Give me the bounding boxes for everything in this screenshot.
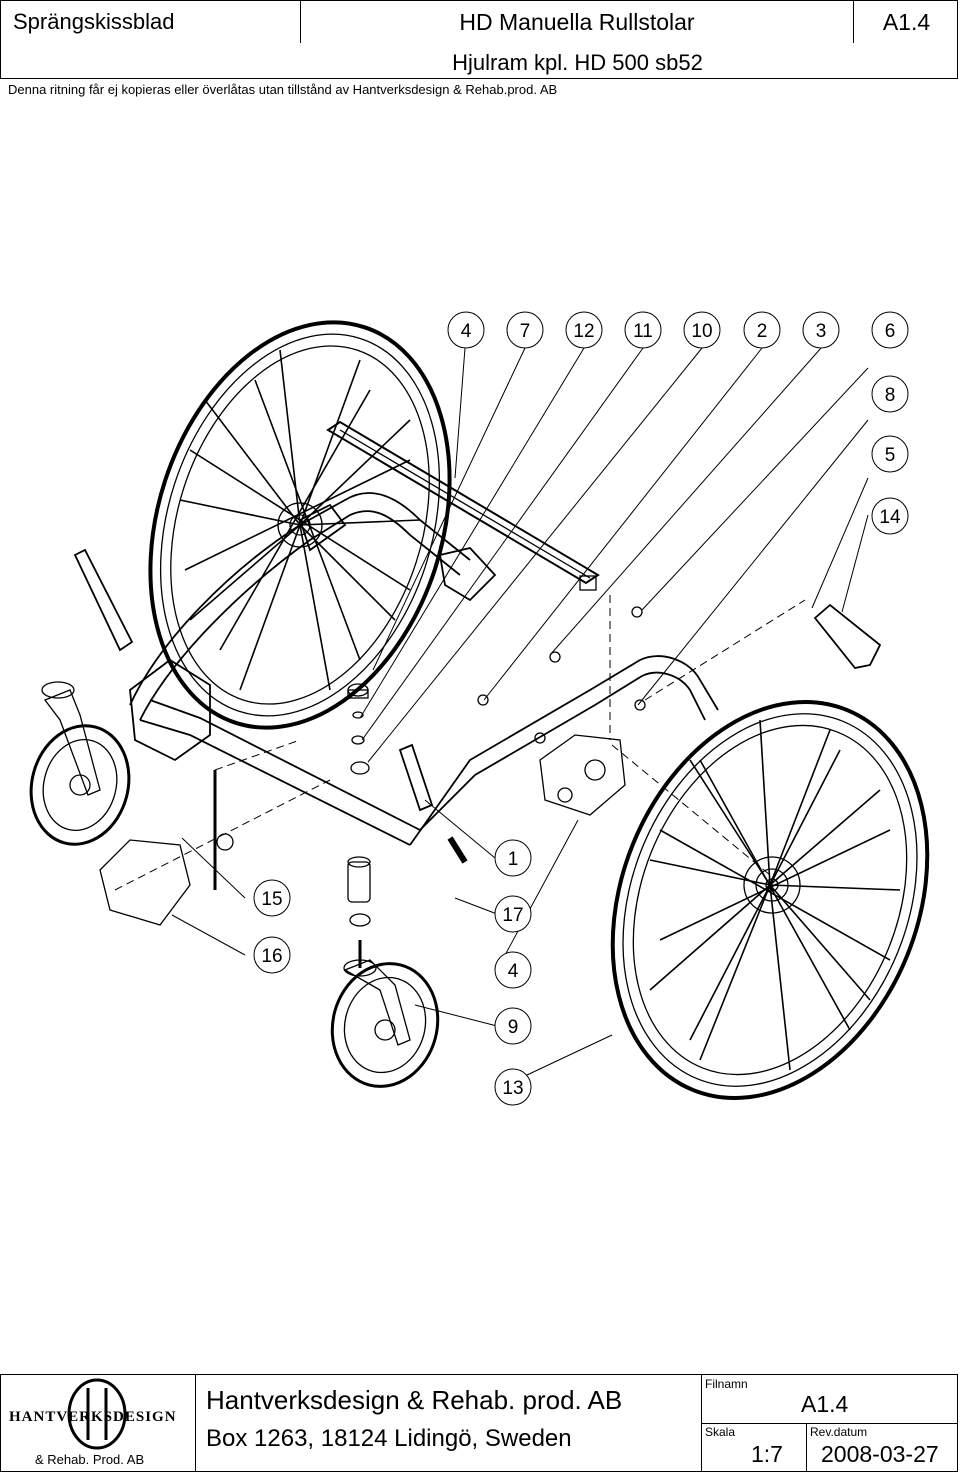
company-address: Box 1263, 18124 Lidingö, Sweden <box>206 1425 572 1452</box>
callout-4: 4 <box>447 311 485 349</box>
callout-label: 1 <box>508 849 519 870</box>
callout-6: 6 <box>871 311 909 349</box>
callout-5: 5 <box>871 435 909 473</box>
callout-label: 15 <box>261 889 282 910</box>
callout-circle <box>447 311 485 349</box>
callout-label: 11 <box>633 321 653 342</box>
wheel-frame <box>73 492 882 846</box>
rear-wheel-right <box>610 700 930 1100</box>
callout-15: 15 <box>253 879 291 917</box>
callout-label: 10 <box>691 321 712 342</box>
copyright-note: Denna ritning får ej kopieras eller över… <box>8 82 558 97</box>
callout-circle <box>494 951 532 989</box>
callout-circle <box>871 311 909 349</box>
callout-circle <box>494 895 532 933</box>
revdate-value: 2008-03-27 <box>821 1441 939 1467</box>
revdate-label: Rev.datum <box>810 1425 868 1439</box>
callout-7: 7 <box>506 311 544 349</box>
callout-12: 12 <box>565 311 603 349</box>
company-name: Hantverksdesign & Rehab. prod. AB <box>206 1385 623 1415</box>
callout-8: 8 <box>871 375 909 413</box>
callout-label: 4 <box>461 321 472 342</box>
callout-circle <box>683 311 721 349</box>
callout-label: 16 <box>261 946 282 967</box>
title-block-header: Sprängskissblad HD Manuella Rullstolar A… <box>0 0 958 79</box>
leader-lines <box>171 347 869 1076</box>
callout-1: 1 <box>494 839 532 877</box>
scale-value: 1:7 <box>751 1441 783 1467</box>
callout-circle <box>871 497 909 535</box>
callout-circle <box>871 435 909 473</box>
callout-balloons: 4 7 12 11 10 2 3 6 8 5 14 1 15 17 16 4 9 13 <box>253 311 909 1106</box>
callout-circle <box>494 839 532 877</box>
product-name: HD Manuella Rullstolar <box>301 1 854 43</box>
callout-label: 9 <box>508 1017 519 1038</box>
callout-label: 4 <box>508 961 519 982</box>
divider <box>806 1423 807 1471</box>
divider <box>701 1423 957 1424</box>
callout-10: 10 <box>683 311 721 349</box>
assembly-dash-lines <box>114 595 806 891</box>
callout-16: 16 <box>253 936 291 974</box>
callout-label: 17 <box>502 905 523 926</box>
callout-label: 2 <box>757 321 768 342</box>
scale-label: Skala <box>705 1425 736 1439</box>
callout-14: 14 <box>871 497 909 535</box>
callout-circle <box>802 311 840 349</box>
callout-label: 14 <box>879 507 901 528</box>
title-block-footer: HANTVERKSDESIGN & Rehab. Prod. AB Hantve… <box>0 1374 958 1472</box>
front-caster-bottom <box>330 940 440 1088</box>
axle-rail <box>326 420 600 591</box>
callout-label: 6 <box>885 321 896 342</box>
callout-label: 12 <box>573 321 594 342</box>
company-logo-icon <box>67 1378 127 1450</box>
callout-label: 7 <box>520 321 531 342</box>
callout-circle <box>494 1068 532 1106</box>
exploded-parts <box>99 606 646 927</box>
callout-circle <box>624 311 662 349</box>
callout-11: 11 <box>624 311 662 349</box>
logo-subtext: & Rehab. Prod. AB <box>35 1452 145 1467</box>
callout-13: 13 <box>494 1068 532 1106</box>
part-title: Hjulram kpl. HD 500 sb52 <box>452 50 703 75</box>
callout-circle <box>871 375 909 413</box>
callout-circle <box>253 879 291 917</box>
logo-text: HANTVERKSDESIGN <box>9 1409 177 1425</box>
callout-label: 8 <box>885 385 896 406</box>
sheet-number: A1.4 <box>882 9 931 35</box>
callout-2: 2 <box>743 311 781 349</box>
filename-label: Filnamn <box>705 1377 748 1391</box>
callout-3: 3 <box>802 311 840 349</box>
callout-circle <box>494 1007 532 1045</box>
callout-circle <box>743 311 781 349</box>
callout-4: 4 <box>494 951 532 989</box>
callout-label: 3 <box>816 321 827 342</box>
callout-9: 9 <box>494 1007 532 1045</box>
callout-label: 13 <box>502 1078 523 1099</box>
callout-circle <box>506 311 544 349</box>
callout-17: 17 <box>494 895 532 933</box>
logo-box: HANTVERKSDESIGN & Rehab. Prod. AB <box>1 1375 196 1471</box>
callout-circle <box>565 311 603 349</box>
callout-label: 5 <box>885 445 896 466</box>
filename-value: A1.4 <box>801 1391 849 1417</box>
doc-type: Sprängskissblad <box>1 1 301 43</box>
front-caster-left <box>29 681 131 846</box>
callout-circle <box>253 936 291 974</box>
